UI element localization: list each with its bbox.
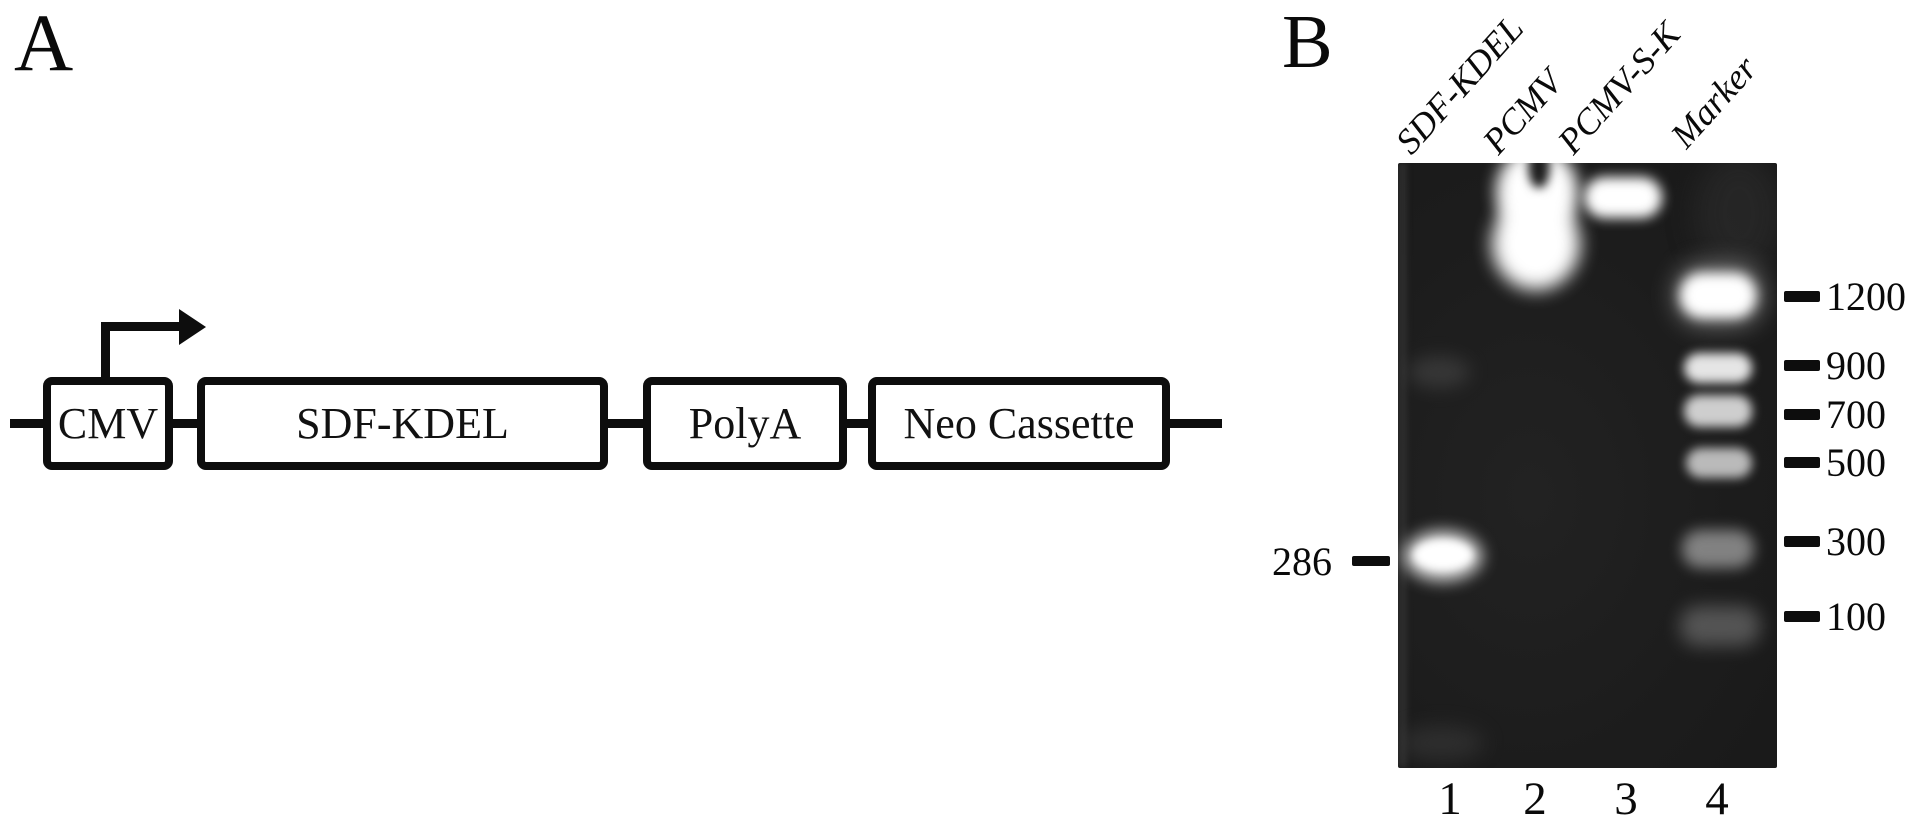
marker-tick-700 [1784,409,1820,420]
construct-box-polya: PolyA [643,377,847,470]
gel-left-edge-highlight [1398,163,1407,768]
gel-band-lane1-bottom-smear [1398,726,1484,760]
gel-image [1398,163,1777,768]
construct-box-polya-label: PolyA [688,399,802,448]
left-size-tick-286 [1352,556,1390,566]
gel-band-marker-900 [1684,353,1752,383]
gel-band-lane2-blob-bulb [1492,198,1580,290]
marker-tick-100 [1784,611,1820,622]
gel-top-right-glow [1694,163,1777,273]
marker-size-label-700: 700 [1826,392,1886,437]
marker-tick-1200 [1784,291,1820,302]
promoter-arrowhead-icon [179,309,206,345]
left-size-label-286: 286 [1272,539,1332,584]
marker-tick-900 [1784,360,1820,371]
construct-box-neo-cassette: Neo Cassette [868,377,1170,470]
construct-box-cmv-label: CMV [57,399,159,448]
lane-number-3: 3 [1614,773,1638,823]
lane-3-label: PCMV-S-K [1549,14,1688,162]
marker-size-label-1200: 1200 [1826,274,1906,319]
gel-band-marker-700 [1684,395,1752,427]
construct-backbone-line [10,419,1222,428]
construct-box-sdf-kdel-label: SDF-KDEL [296,399,509,448]
lane-number-2: 2 [1523,773,1547,823]
marker-size-label-500: 500 [1826,440,1886,485]
marker-size-label-900: 900 [1826,343,1886,388]
gel-band-marker-300 [1682,530,1754,568]
promoter-arrow-icon [101,322,110,384]
gel-band-lane1-faint [1408,356,1470,388]
promoter-arrow-icon [101,322,181,331]
marker-tick-500 [1784,457,1820,468]
gel-band-lane3 [1584,177,1662,218]
gel-band-lane2-blob-notch [1528,163,1550,189]
construct-box-sdf-kdel: SDF-KDEL [197,377,608,470]
gel-band-marker-1200 [1680,273,1756,318]
marker-tick-300 [1784,536,1820,547]
construct-box-cmv: CMV [43,377,173,470]
gel-band-lane1-286bp-core [1414,540,1472,570]
lane-4-label: Marker [1662,48,1765,156]
lane-number-1: 1 [1438,773,1462,823]
marker-size-label-100: 100 [1826,594,1886,639]
lane-number-4: 4 [1705,773,1729,823]
panel-a-label: A [14,0,74,88]
construct-box-neo-cassette-label: Neo Cassette [903,399,1135,448]
panel-b-label: B [1282,0,1333,84]
gel-band-marker-500 [1686,448,1752,478]
marker-size-label-300: 300 [1826,519,1886,564]
gel-band-marker-100 [1680,606,1760,646]
